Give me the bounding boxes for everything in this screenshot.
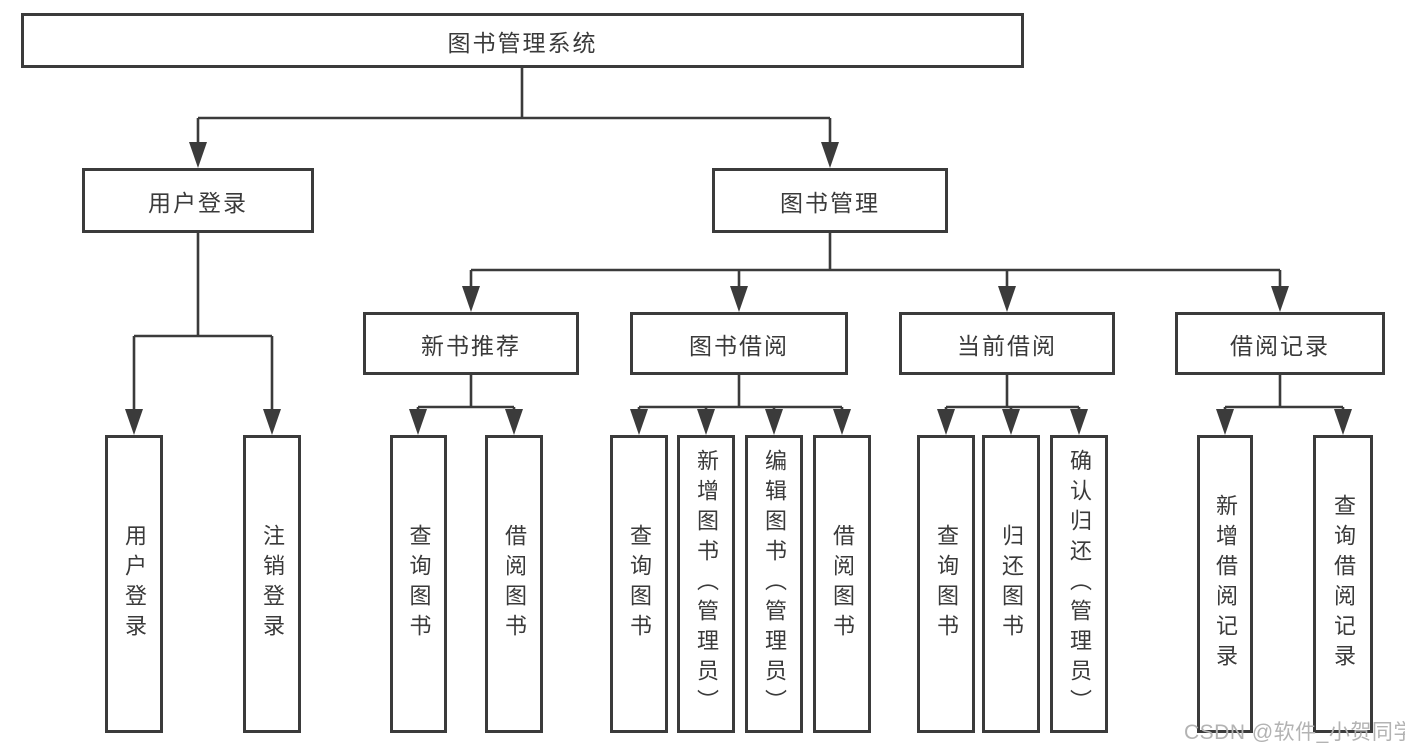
leaf-query-books-current-label: 查询图书 [934,524,959,644]
node-current-borrowing: 当前借阅 [899,312,1115,375]
csdn-watermark: CSDN @软件_小贺同学 [1184,721,1405,744]
leaf-return-book-label: 归还图书 [999,524,1024,644]
node-library-system-label: 图书管理系统 [447,29,598,56]
node-borrowing-records: 借阅记录 [1175,312,1385,375]
leaf-query-books-recommend: 查询图书 [390,435,447,733]
node-user-login-label: 用户登录 [148,189,248,216]
node-new-book-recommend-label: 新书推荐 [421,332,521,359]
node-new-book-recommend: 新书推荐 [363,312,579,375]
leaf-borrow-books-recommend-label: 借阅图书 [502,524,527,644]
leaf-query-borrow-record-label: 查询借阅记录 [1331,494,1356,674]
leaf-query-books-recommend-label: 查询图书 [406,524,432,644]
node-book-management: 图书管理 [712,168,948,233]
leaf-add-borrow-record-label: 新增借阅记录 [1213,494,1238,674]
leaf-edit-book-admin-label: 编辑图书（管理员） [762,449,787,719]
leaf-query-books-current: 查询图书 [917,435,975,733]
leaf-logout-label: 注销登录 [260,524,285,644]
node-current-borrowing-label: 当前借阅 [957,332,1057,359]
leaf-borrow-books-borrowing: 借阅图书 [813,435,871,733]
node-book-borrowing-label: 图书借阅 [689,332,789,359]
leaf-edit-book-admin: 编辑图书（管理员） [745,435,803,733]
leaf-borrow-books-recommend: 借阅图书 [485,435,543,733]
leaf-confirm-return-admin-label: 确认归还（管理员） [1067,449,1092,719]
node-library-system: 图书管理系统 [21,13,1024,68]
node-user-login: 用户登录 [82,168,314,233]
leaf-add-borrow-record: 新增借阅记录 [1197,435,1253,733]
leaf-user-login-label: 用户登录 [122,524,147,644]
leaf-borrow-books-borrowing-label: 借阅图书 [830,524,855,644]
node-book-borrowing: 图书借阅 [630,312,848,375]
leaf-return-book: 归还图书 [982,435,1040,733]
leaf-add-book-admin-label: 新增图书（管理员） [694,449,719,719]
leaf-query-books-borrowing: 查询图书 [610,435,668,733]
node-book-management-label: 图书管理 [780,189,880,216]
leaf-logout: 注销登录 [243,435,301,733]
leaf-query-borrow-record: 查询借阅记录 [1313,435,1373,733]
node-borrowing-records-label: 借阅记录 [1230,332,1330,359]
leaf-add-book-admin: 新增图书（管理员） [677,435,735,733]
leaf-user-login: 用户登录 [105,435,163,733]
leaf-confirm-return-admin: 确认归还（管理员） [1050,435,1108,733]
leaf-query-books-borrowing-label: 查询图书 [627,524,652,644]
